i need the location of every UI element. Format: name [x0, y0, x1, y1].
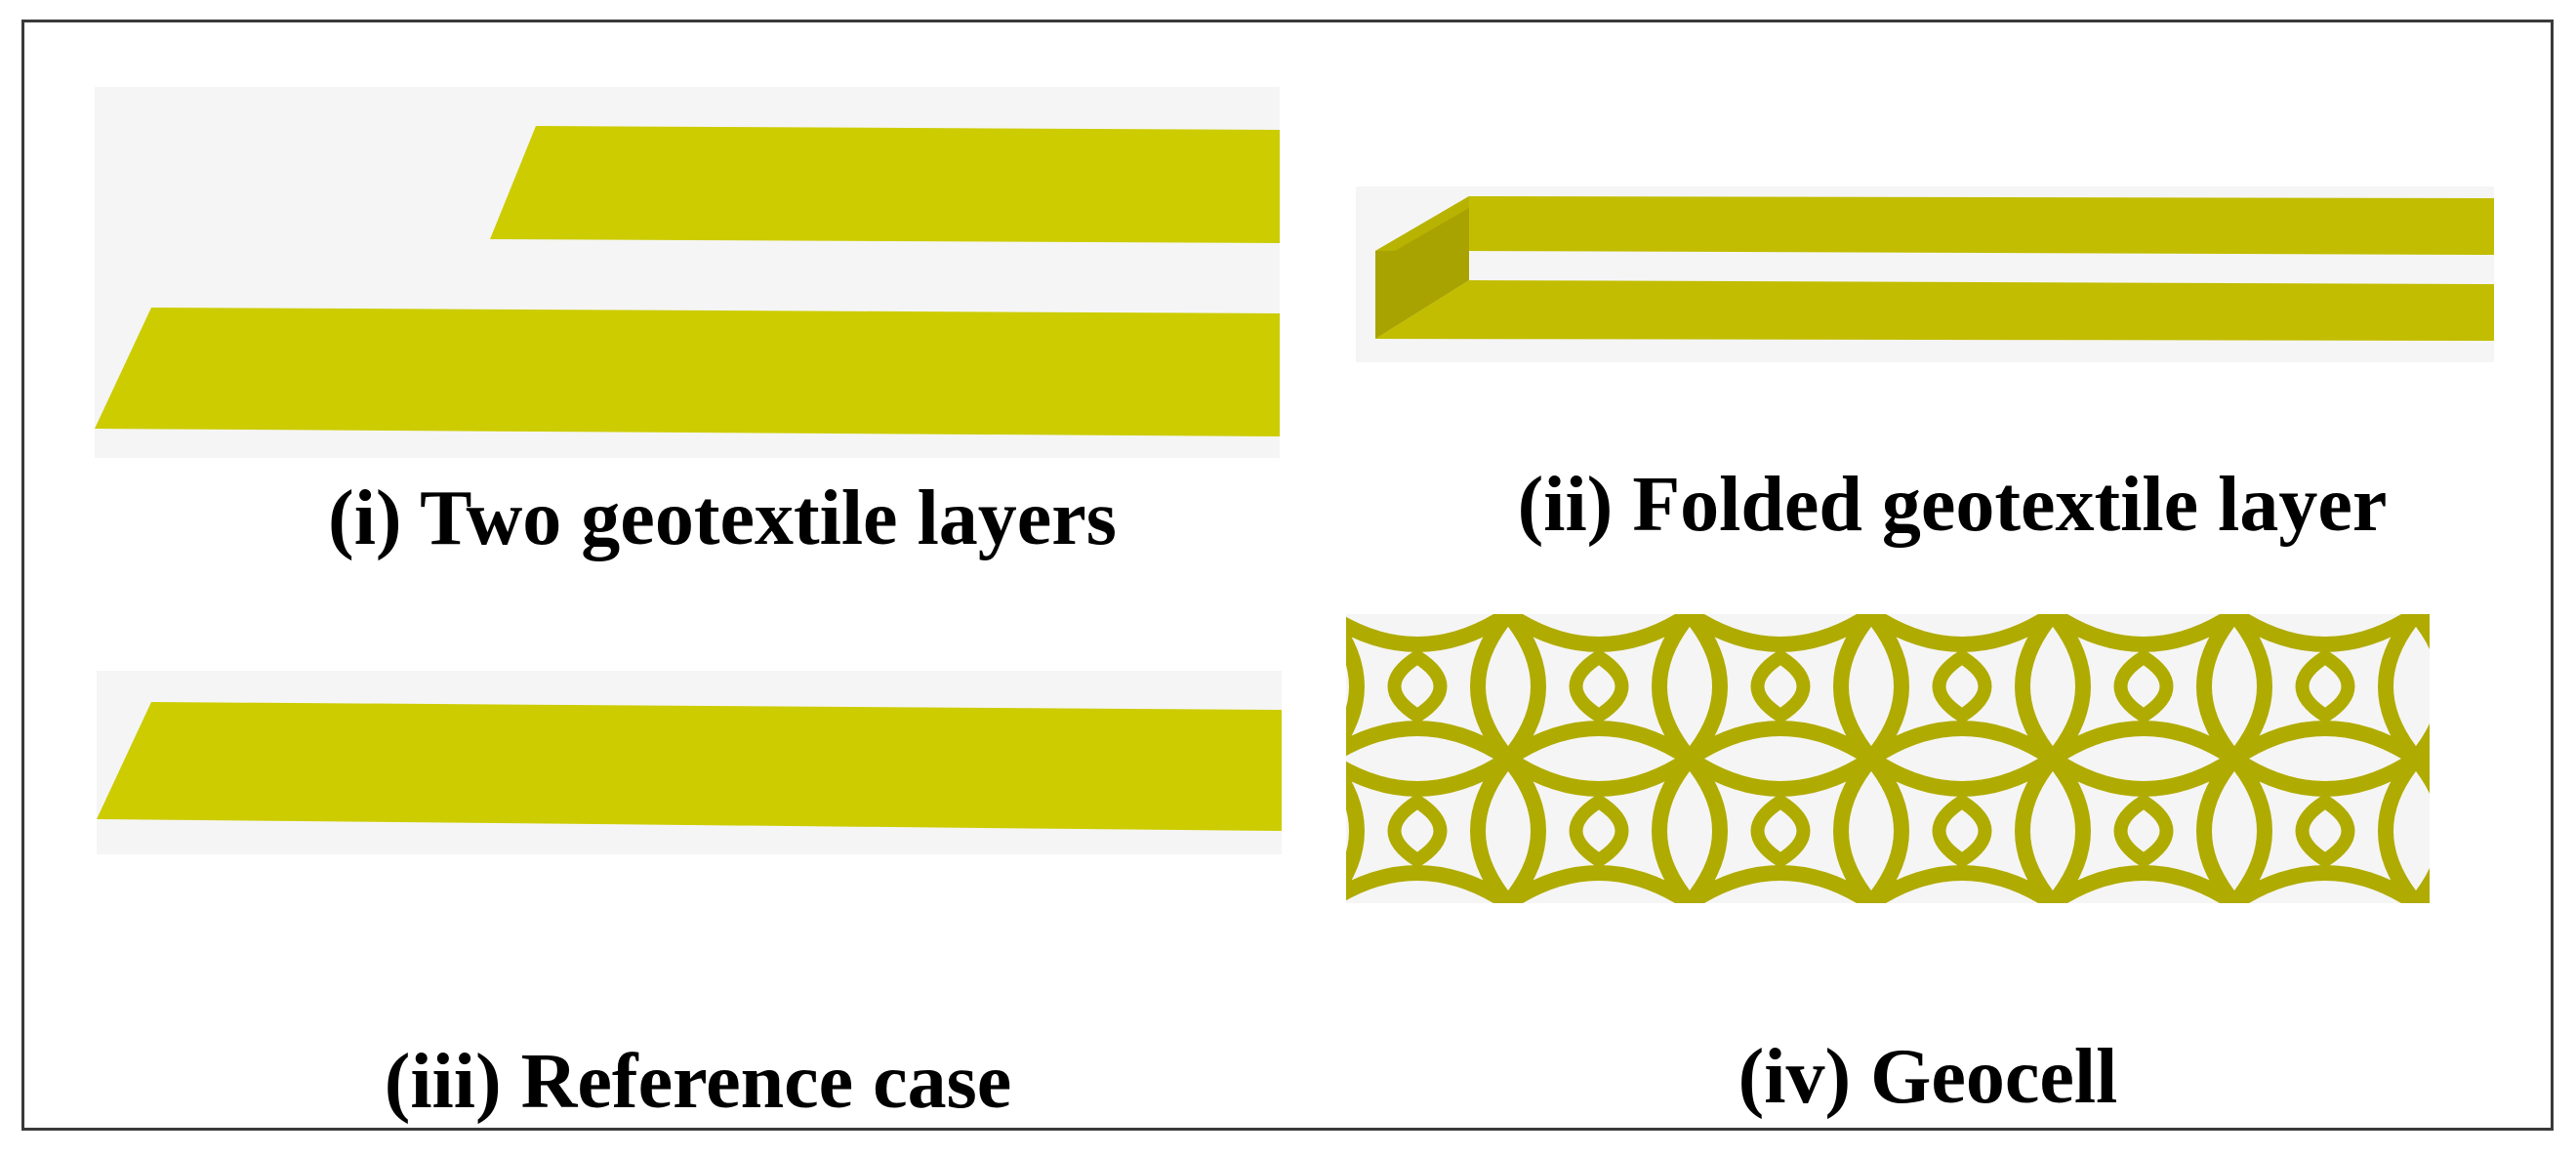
fold-top-bevel — [1375, 196, 1469, 251]
geocell-drawing — [1346, 614, 2430, 903]
caption-panel-ii: (ii) Folded geotextile layer — [1517, 462, 2388, 548]
panel-reference-case — [97, 671, 1282, 854]
panel-two-geotextile-layers — [95, 87, 1280, 458]
panel-folded-geotextile-layer — [1356, 186, 2494, 362]
folded-upper-ply — [1469, 196, 2494, 255]
caption-panel-i: (i) Two geotextile layers — [328, 475, 1117, 561]
folded-lower-ply — [1375, 280, 2494, 341]
single-geotextile-layer — [97, 702, 1282, 831]
geocell-honeycomb — [1346, 614, 2430, 903]
reference-layer-drawing — [97, 702, 1282, 831]
fold-end-face — [1375, 196, 1469, 339]
lower-geotextile-layer — [95, 308, 1280, 436]
caption-panel-iii: (iii) Reference case — [384, 1039, 1012, 1125]
folded-layer-drawing — [1375, 196, 2494, 341]
caption-panel-iv: (iv) Geocell — [1738, 1034, 2118, 1120]
figure-frame: (i) Two geotextile layers (ii) Folded ge… — [21, 20, 2554, 1131]
panel-geocell — [1346, 614, 2430, 903]
two-layers-drawing — [95, 126, 1280, 436]
upper-geotextile-layer — [490, 126, 1280, 243]
